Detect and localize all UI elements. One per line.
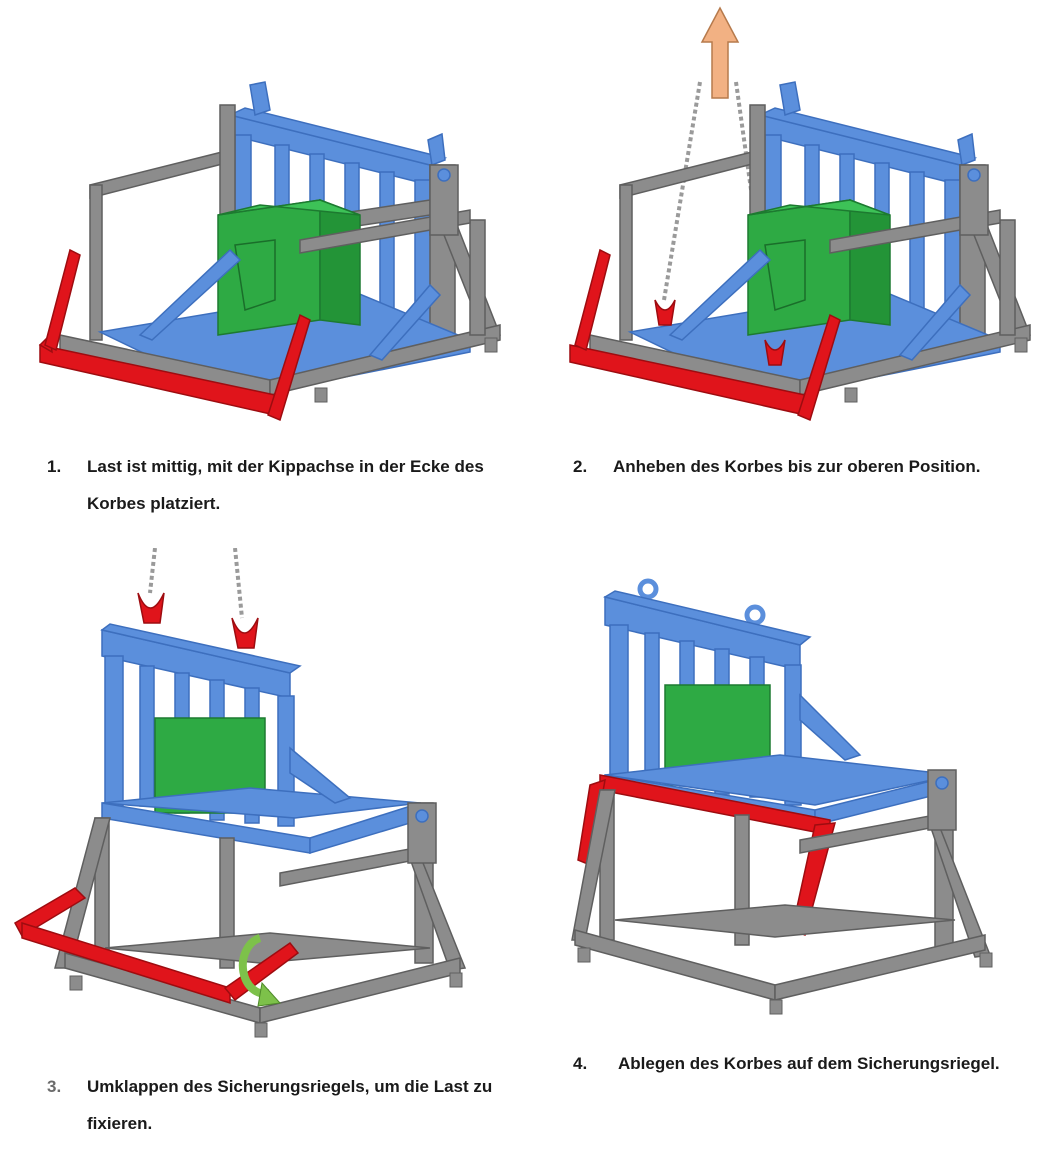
- step-3-number: 3.: [47, 1077, 62, 1096]
- step-1-text: Last ist mittig, mit der Kippachse in de…: [87, 457, 484, 513]
- step-4-number: 4.: [573, 1054, 588, 1073]
- step-3-text: Umklappen des Sicherungsriegels, um die …: [87, 1077, 493, 1133]
- rotate-arrow-icon: [238, 934, 282, 1007]
- step-1-number: 1.: [47, 457, 62, 476]
- basket-rest-illustration: [571, 578, 993, 1015]
- figure-step-4: [560, 575, 1030, 1025]
- lifting-illustration: [569, 6, 1032, 422]
- figure-step-2: [560, 0, 1040, 440]
- latch-fold-illustration: [13, 548, 467, 1038]
- step-2-number: 2.: [573, 457, 588, 476]
- figure-step-3: [10, 548, 490, 1048]
- figure-step-1: [30, 70, 520, 440]
- step-2-text: Anheben des Korbes bis zur oberen Positi…: [613, 457, 981, 476]
- step-4-text: Ablegen des Korbes auf dem Sicherungsrie…: [618, 1054, 1000, 1073]
- up-arrow-icon: [700, 6, 740, 99]
- tilting-frame-illustration: [38, 81, 502, 422]
